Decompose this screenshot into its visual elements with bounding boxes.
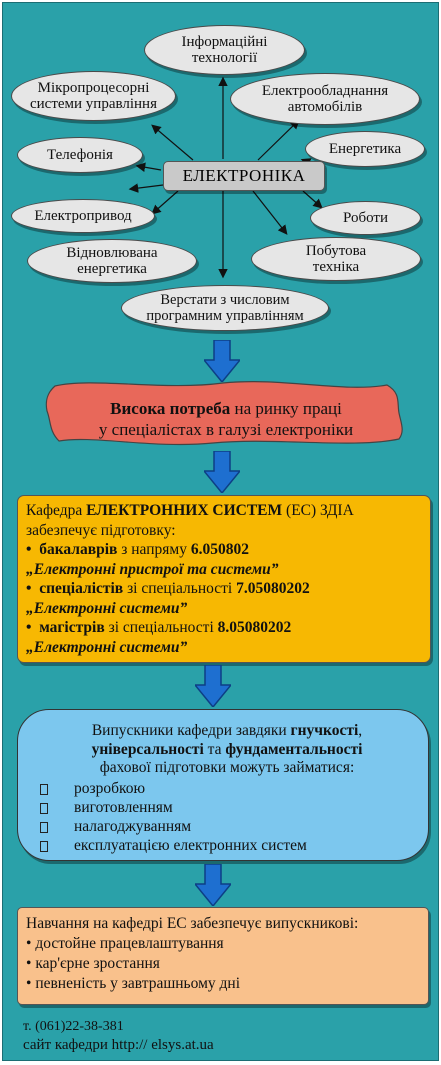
checkbox-glyph-icon [40,821,48,833]
connector-arrow [151,124,194,161]
benefits-title: Навчання на кафедрі ЕС забезпечує випуск… [26,915,359,932]
degree-text: зі спеціальності [123,580,237,597]
down-arrow-icon [204,340,240,382]
oval-cnc: Верстати з числовим програмним управлінн… [121,285,329,331]
oval-automotive: Електрообладнання автомобілів [230,73,420,125]
connector-arrow [302,190,323,209]
oval-telephony: Телефонія [17,137,143,173]
site-label: сайт кафедри [23,1037,112,1053]
oval-renewable: Відновлювана енергетика [27,239,197,283]
site-line: сайт кафедри http:// elsys.at.ua [23,1036,214,1054]
checkbox-glyph-icon [40,840,48,852]
benefits-box: Навчання на кафедрі ЕС забезпечує випуск… [17,907,429,1005]
down-arrow-icon [195,665,231,707]
bullet: • [26,619,32,636]
oval-it: Інформаційні технології [144,25,305,75]
list-item-text: налагоджуванням [74,817,192,835]
oval-robots: Роботи [310,201,421,235]
diagram-canvas [45,76,403,446]
list-item: виготовленням [40,799,414,818]
bullet: • [26,580,32,597]
connector-arrow [252,190,288,235]
graduates-box: Випускники кафедри завдяки гнучкості, ун… [17,709,429,861]
demand-text: Висока потреба на ринку праці у спеціалі… [61,398,391,440]
degree-program: „Електронні системи” [26,638,188,656]
phone: т. (061)22-38-381 [23,1019,124,1034]
list-item: • кар'єрне зростання [26,955,160,972]
down-arrow-icon [204,451,240,493]
demand-rest: на ринку праці [230,399,342,418]
list-item: налагоджуванням [40,818,414,837]
graduates-text: Випускники кафедри завдяки [91,722,291,739]
oval-microprocessor: Мікропроцесорні системи управління [11,71,176,121]
connector-arrow [257,119,300,161]
degree-code: 7.05080202 [236,580,310,597]
oval-energy: Енергетика [305,131,425,167]
contacts: т. (061)22-38-381 сайт кафедри http:// e… [23,1018,214,1054]
list-item-text: кар'єрне зростання [35,955,160,972]
list-item-text: достойне працевлаштування [35,935,224,952]
department-subtitle: забезпечує підготовку: [26,521,176,539]
graduates-bold: фундаментальності [225,740,363,758]
demand-line2: у спеціалістах в галузі електроніки [98,420,354,439]
graduates-bold: універсальності [91,740,204,758]
graduates-list: розробкою виготовленням налагоджуванням … [40,780,414,856]
degree-item: • спеціалістів зі спеціальності 7.050802… [26,579,422,599]
graduates-text: та [203,740,226,758]
list-item-text: розробкою [74,779,146,797]
demand-blob [45,381,403,446]
connector-arrow [128,183,164,193]
connector-arrow [135,162,162,172]
oval-household: Побутова техніка [251,237,421,281]
center-electronics: ЕЛЕКТРОНІКА [163,161,325,191]
site-link[interactable]: http:// elsys.at.ua [111,1037,214,1053]
degree-program: „Електронні пристрої та системи” [26,560,279,578]
list-item: експлуатацією електронних систем [40,837,414,856]
oval-electric-drive: Електропривод [11,199,155,233]
list-item-text: експлуатацією електронних систем [74,836,307,854]
degree-code: 6.050802 [190,541,249,558]
department-prefix: Кафедра [26,502,87,519]
down-arrow-icon [195,864,231,906]
degree-program: „Електронні системи” [26,599,188,617]
graduates-bold: гнучкості [290,722,359,739]
graduates-text: фахової підготовки можуть займатися: [99,759,355,776]
list-item: • певненість у завтрашньому дні [26,975,241,992]
graduates-text: , [358,722,363,739]
connector-arrow [151,190,179,215]
department-box: Кафедра ЕЛЕКТРОННИХ СИСТЕМ (ЕС) ЗДІА заб… [17,495,431,663]
list-item: • достойне працевлаштування [26,935,224,952]
degree-name: магістрів [39,619,105,636]
list-item: розробкою [40,780,414,799]
degree-text: зі спеціальності [104,619,218,636]
demand-bold: Висока потреба [110,399,231,418]
degree-item: • магістрів зі спеціальності 8.05080202 [26,618,422,638]
degree-name: бакалаврів [39,541,118,558]
checkbox-glyph-icon [40,783,48,795]
graduates-lead: Випускники кафедри завдяки гнучкості, ун… [40,722,414,778]
department-name: ЕЛЕКТРОННИХ СИСТЕМ [86,502,283,519]
checkbox-glyph-icon [40,802,48,814]
degree-name: спеціалістів [39,580,124,597]
degree-text: з напряму [117,541,191,558]
department-title: Кафедра ЕЛЕКТРОННИХ СИСТЕМ (ЕС) ЗДІА [26,501,422,521]
degree-code: 8.05080202 [217,619,292,636]
bullet: • [26,541,32,558]
list-item-text: виготовленням [74,798,173,816]
list-item-text: певненість у завтрашньому дні [35,975,241,992]
department-suffix: (ЕС) ЗДІА [282,502,354,519]
degree-item: • бакалаврів з напряму 6.050802 [26,540,422,560]
